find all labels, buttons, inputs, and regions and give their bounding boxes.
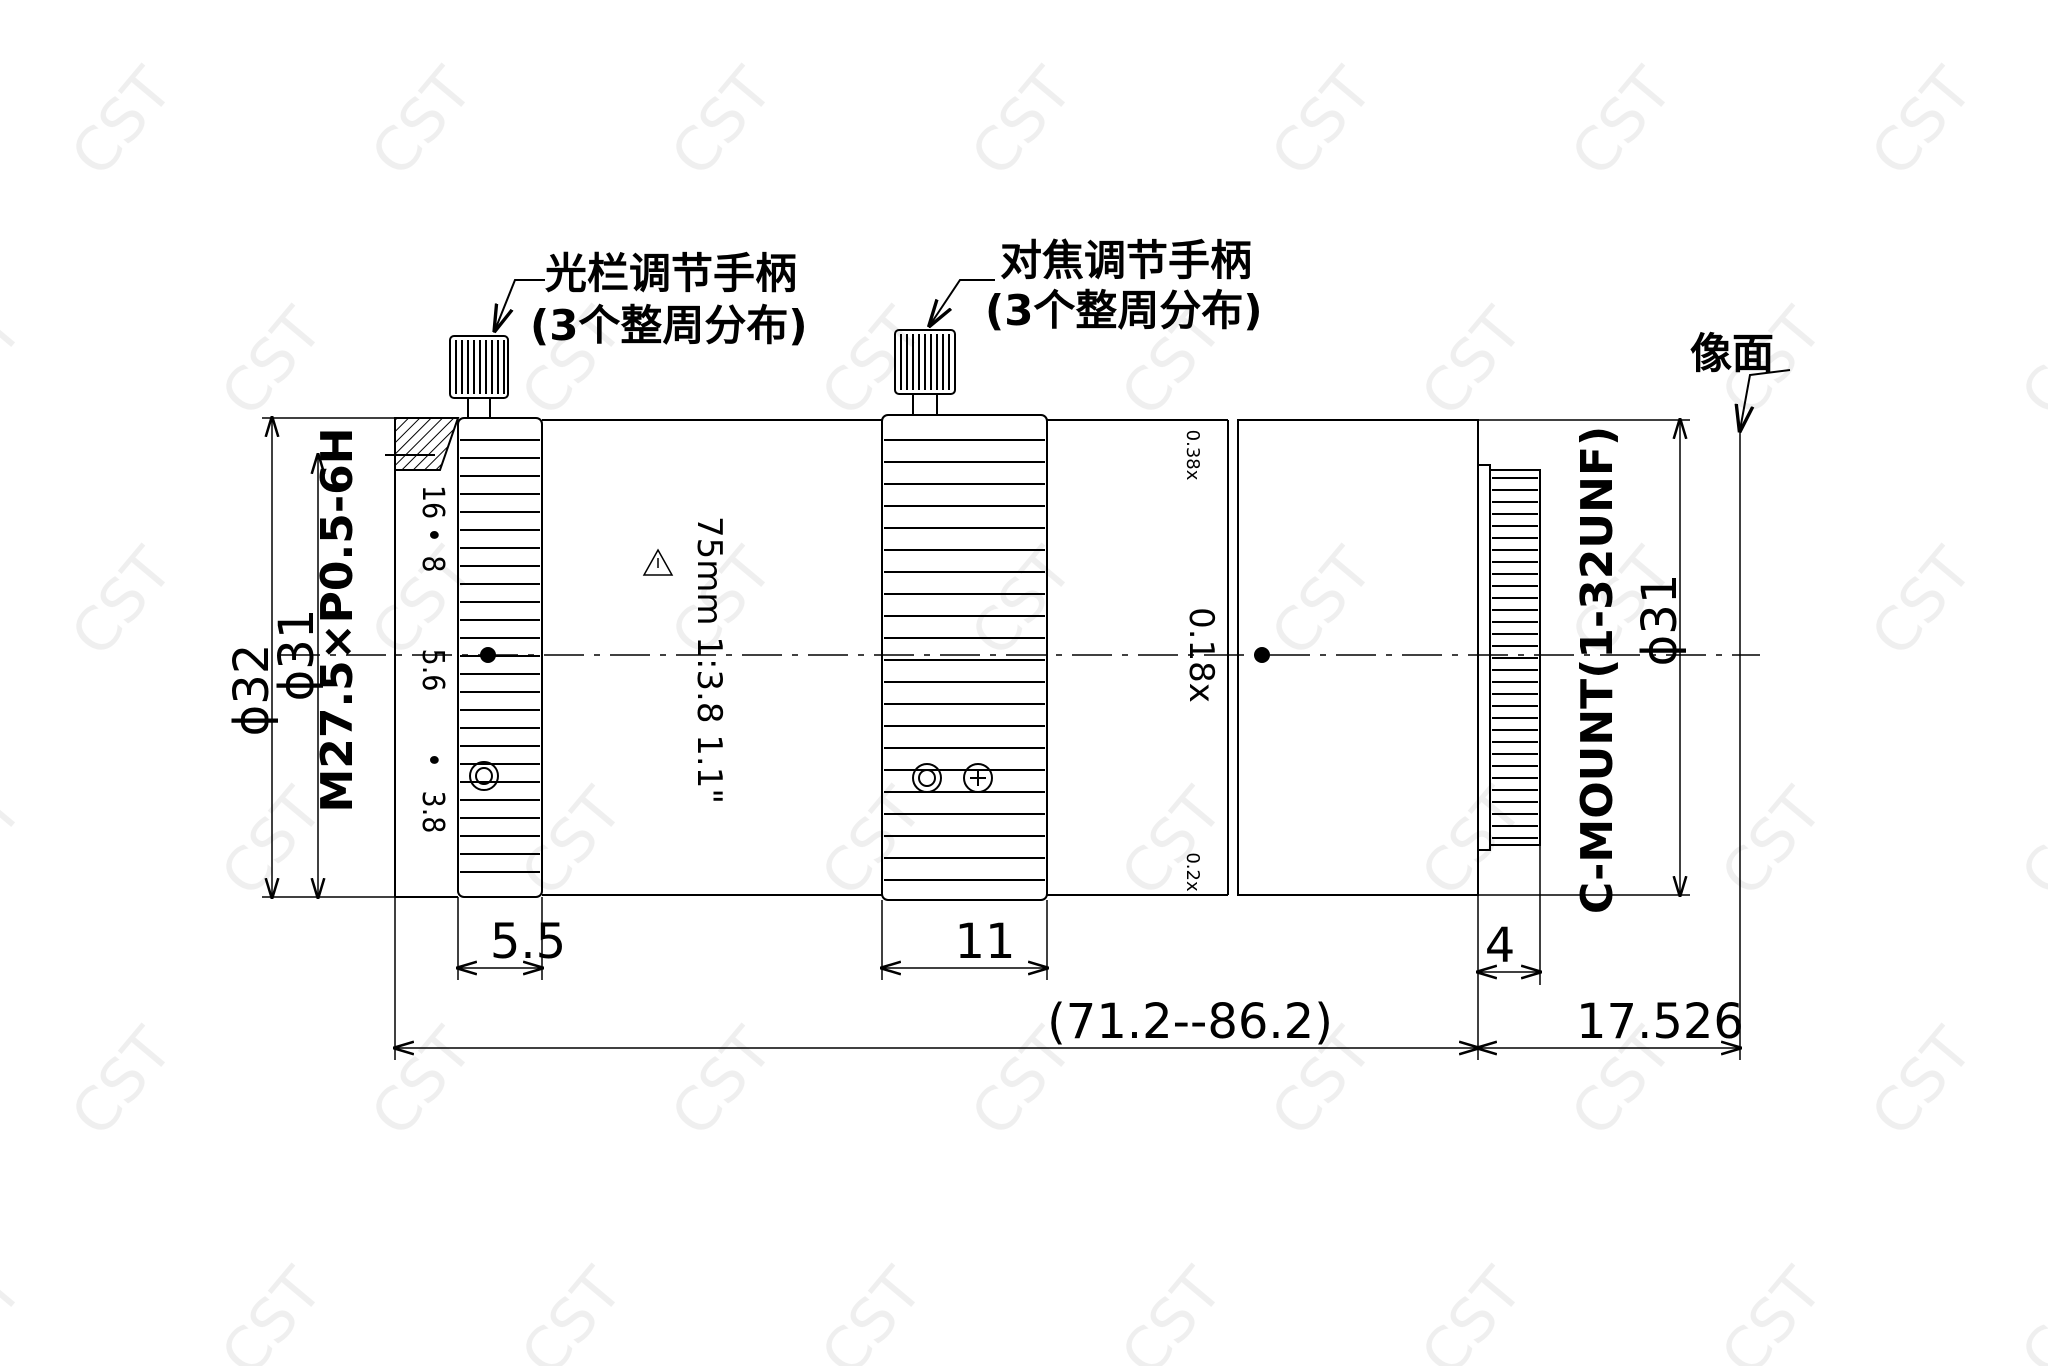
iris-handle-distribution: (3个整周分布) (530, 301, 808, 350)
flange-back-distance: 17.526 (1576, 994, 1744, 1050)
mag-top: 0.38x (1182, 430, 1203, 481)
iris-scale-3-8: 3.8 (415, 791, 450, 834)
watermark-text: CST (658, 55, 787, 190)
watermark-text: CST (808, 775, 937, 910)
watermark-text: CST (1408, 775, 1537, 910)
watermark-text: CST (1708, 775, 1837, 910)
mag-bottom: 0.2x (1182, 852, 1203, 892)
watermark-text: CST (0, 775, 37, 910)
iris-ring-width: 5.5 (490, 914, 566, 970)
watermark-text: CST (2008, 775, 2048, 910)
watermark-text: CST (1258, 55, 1387, 190)
watermark-text: CST (208, 295, 337, 430)
image-plane-label: 像面 (1690, 329, 1774, 378)
focus-handle-knob (894, 329, 956, 416)
watermark-text: CST (1258, 535, 1387, 670)
iris-center-dot (480, 647, 496, 663)
front-thread-label: M27.5×P0.5-6H (312, 427, 363, 812)
watermark-text: CST (58, 535, 187, 670)
watermark-text: CST (1408, 295, 1537, 430)
lens-barrel-body (542, 419, 882, 896)
watermark-text: CST (958, 535, 1087, 670)
watermark-text: CST (58, 55, 187, 190)
focus-handle-distribution: (3个整周分布) (985, 286, 1263, 335)
watermark-text: CST (508, 1255, 637, 1366)
mag-mid: 0.18x (1181, 607, 1221, 703)
iris-ring (457, 417, 543, 898)
front-section (385, 417, 460, 898)
mag-center-dot (1254, 647, 1270, 663)
dia-32-label: ϕ32 (224, 644, 280, 737)
iris-scale-5-6: 5.6 (415, 649, 450, 692)
focus-handle-label: 对焦调节手柄 (1000, 236, 1252, 285)
iris-scale-8: 8 (415, 555, 450, 572)
mount-thread-length: 4 (1485, 918, 1516, 974)
focus-ring (881, 414, 1048, 901)
lens-specs: 75mm 1:3.8 1.1" (689, 516, 729, 804)
iris-scale-dot-1: • (415, 527, 450, 543)
dimension-lines (262, 418, 1740, 1060)
watermark-text: CST (1858, 55, 1987, 190)
focus-ring-width: 11 (954, 914, 1015, 970)
iris-scale-16: 16 (415, 485, 450, 519)
watermark-text: CST (958, 55, 1087, 190)
iris-handle-knob (449, 335, 509, 419)
callout-leaders (495, 279, 1791, 430)
watermark-text: CST (2008, 295, 2048, 430)
watermark-text: CST (658, 1015, 787, 1150)
watermark-text: CST (358, 55, 487, 190)
mount-spec-label: C-MOUNT(1-32UNF) (1572, 426, 1623, 914)
watermark-text: CST (1408, 1255, 1537, 1366)
watermark-text: CST (1858, 1015, 1987, 1150)
watermark-text: CST (0, 295, 37, 430)
watermark-text: CST (1108, 1255, 1237, 1366)
watermark-text: CST (1708, 1255, 1837, 1366)
iris-handle-label: 光栏调节手柄 (545, 249, 797, 298)
watermark-text: CST (208, 1255, 337, 1366)
watermark-text: CST (58, 1015, 187, 1150)
watermark-text: CST (808, 1255, 937, 1366)
watermark-text: CST (1108, 775, 1237, 910)
watermark-text: CST (2008, 1255, 2048, 1366)
watermark-text: CST (0, 1255, 37, 1366)
c-mount-thread (1477, 464, 1541, 851)
total-length: (71.2--86.2) (1047, 994, 1333, 1050)
iris-scale-dot-2: • (415, 752, 450, 768)
dia-31-left-label: ϕ31 (269, 609, 325, 702)
watermark-text: CST (358, 1015, 487, 1150)
watermark-text: CST (808, 295, 937, 430)
dia-31-right-label: ϕ31 (1632, 574, 1688, 667)
watermark-text: CST (1858, 535, 1987, 670)
watermark-text: CST (508, 775, 637, 910)
watermark-text: CST (1558, 55, 1687, 190)
